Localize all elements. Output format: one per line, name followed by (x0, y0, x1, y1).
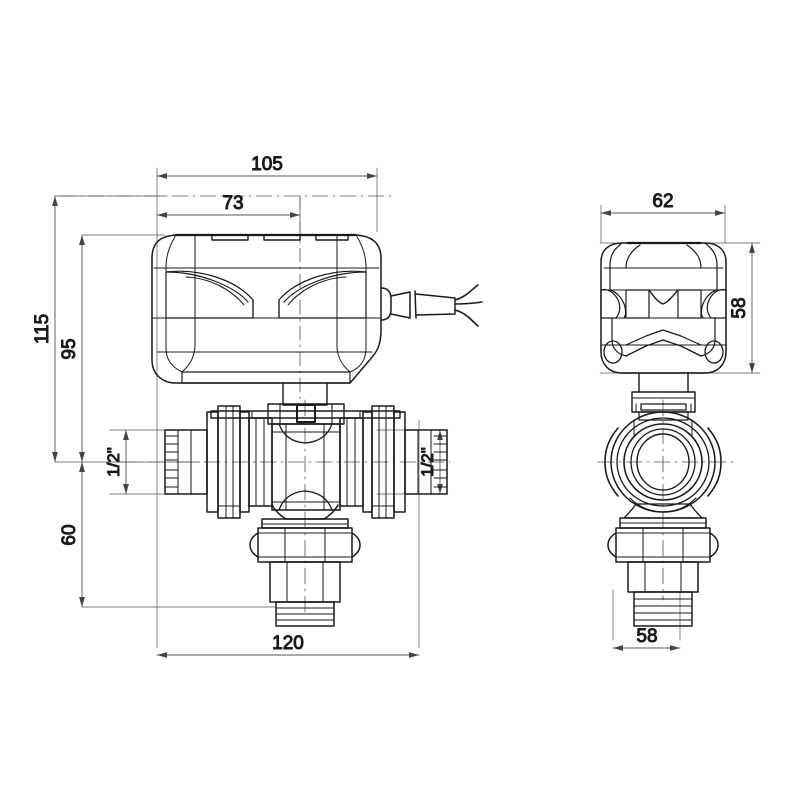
dimension-half-inch-left: 1/2" (104, 429, 129, 495)
side-extension-lines (599, 204, 761, 641)
side-stem-bracket (631, 372, 696, 413)
dimension-73: 73 (156, 193, 301, 218)
dimension-60: 60 (59, 461, 85, 608)
union-nut-right (339, 405, 406, 519)
dimension-115: 115 (32, 195, 58, 463)
three-way-ball-valve-body (271, 423, 341, 511)
dimension-half-inch-right-label: 1/2" (418, 447, 437, 477)
actuator-housing-front (151, 233, 382, 384)
dimension-half-inch-right: 1/2" (418, 429, 443, 495)
dimension-58-vertical-label: 58 (729, 297, 750, 318)
threaded-port-bottom (249, 504, 361, 627)
dimension-62-label: 62 (652, 191, 673, 212)
dimension-95: 95 (59, 234, 85, 463)
dimension-58-horizontal-label: 58 (636, 626, 657, 647)
side-bottom-port (607, 503, 719, 627)
dimension-120: 120 (156, 633, 420, 658)
dimension-62: 62 (600, 191, 726, 216)
dimension-73-label: 73 (222, 193, 243, 214)
threaded-port-right (404, 429, 448, 495)
dimension-60-label: 60 (59, 524, 80, 545)
stem-mounting-bracket (210, 382, 401, 425)
actuator-housing-side (600, 241, 727, 374)
dimension-105-label: 105 (251, 154, 283, 175)
threaded-port-left (164, 429, 208, 495)
dimension-58-horizontal: 58 (612, 626, 681, 651)
power-cable-3-wire (380, 284, 483, 327)
dimension-115-label: 115 (32, 314, 53, 344)
dimension-95-label: 95 (59, 338, 80, 359)
dimension-120-label: 120 (272, 633, 304, 654)
dimension-105: 105 (156, 154, 378, 179)
front-extension-lines (54, 167, 449, 649)
side-valve-body (604, 411, 722, 513)
dimension-half-inch-left-label: 1/2" (104, 447, 123, 477)
dimension-58-vertical: 58 (729, 242, 755, 374)
